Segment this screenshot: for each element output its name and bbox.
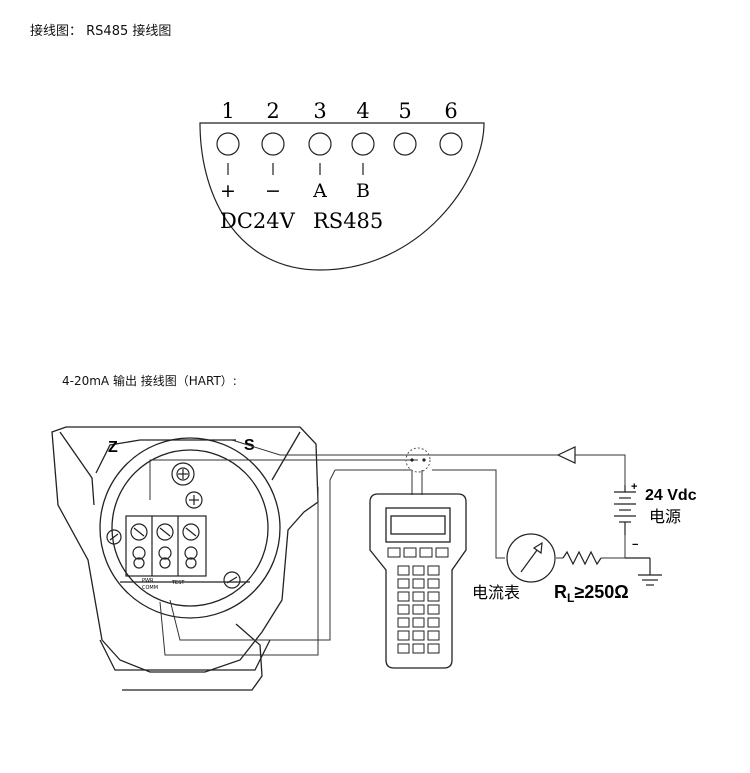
terminal-sign-2: − bbox=[265, 180, 281, 202]
function-key bbox=[435, 547, 449, 558]
keypad-key bbox=[412, 591, 425, 602]
keypad-key bbox=[427, 617, 440, 628]
hart-communicator bbox=[369, 493, 467, 669]
keypad-key bbox=[412, 578, 425, 589]
terminal-number-6: 6 bbox=[444, 99, 457, 123]
function-key bbox=[403, 547, 417, 558]
comm-label: COMM bbox=[142, 585, 158, 591]
keypad-key bbox=[427, 643, 440, 654]
communicator-keypad bbox=[387, 547, 449, 654]
wire-meter bbox=[432, 469, 505, 559]
wire-loop-return bbox=[169, 469, 336, 641]
keypad-key bbox=[412, 617, 425, 628]
dc24v-label: DC24V bbox=[220, 209, 296, 233]
communicator-body bbox=[369, 493, 467, 669]
pwr-label: PWR bbox=[142, 578, 154, 584]
terminal-sign-4: B bbox=[356, 180, 370, 202]
current-direction-arrow-icon bbox=[556, 446, 576, 464]
supply-plus: + bbox=[631, 481, 637, 493]
communicator-screen bbox=[385, 507, 451, 543]
keypad-key bbox=[427, 630, 440, 641]
terminal-strip bbox=[106, 515, 241, 589]
hart-caption: 4-20mA 输出 接线图（HART）: bbox=[62, 374, 237, 388]
keypad-key bbox=[427, 604, 440, 615]
keypad-key bbox=[412, 630, 425, 641]
keypad-key bbox=[412, 604, 425, 615]
terminal-number-3: 3 bbox=[313, 99, 326, 123]
meter-label: 电流表 bbox=[472, 583, 520, 602]
wire-supply-return bbox=[601, 535, 626, 559]
terminal-number-1: 1 bbox=[221, 99, 234, 123]
transmitter-housing bbox=[51, 426, 319, 691]
load-resistor-icon bbox=[562, 550, 602, 566]
housing-bore bbox=[99, 437, 281, 619]
ammeter-icon bbox=[506, 533, 556, 583]
rs485-caption: 接线图： RS485 接线图 bbox=[30, 24, 172, 39]
keypad-key bbox=[427, 565, 440, 576]
terminal-number-4: 4 bbox=[356, 99, 369, 123]
supply-name: 电源 bbox=[649, 507, 681, 526]
ground-icon bbox=[625, 557, 662, 586]
wiring-loop bbox=[149, 439, 626, 656]
terminal-screw-3 bbox=[308, 132, 332, 156]
keypad-key bbox=[397, 604, 410, 615]
rs485-terminal-block bbox=[199, 122, 485, 271]
keypad-key bbox=[412, 643, 425, 654]
terminal-block-outline bbox=[199, 122, 485, 271]
terminal-sign-1: + bbox=[220, 180, 236, 202]
function-key bbox=[387, 547, 401, 558]
keypad-key bbox=[427, 578, 440, 589]
housing-outline bbox=[51, 426, 319, 673]
zero-label: Z bbox=[108, 439, 118, 456]
terminal-number-2: 2 bbox=[266, 99, 279, 123]
hart-tap-point bbox=[405, 447, 431, 473]
keypad-key bbox=[397, 630, 410, 641]
terminal-sign-3: A bbox=[312, 180, 327, 202]
keypad-key bbox=[412, 565, 425, 576]
keypad-key bbox=[397, 565, 410, 576]
rs485-terminals: 1 +2 − 3A 4B 5 6 bbox=[216, 99, 463, 202]
terminal-screw-5 bbox=[393, 132, 417, 156]
wire-top-2 bbox=[149, 459, 418, 500]
supply-minus: − bbox=[632, 539, 638, 551]
test-label: TEST bbox=[171, 580, 185, 586]
ground-screw-icon bbox=[171, 462, 203, 509]
housing-bore-inner bbox=[111, 449, 269, 607]
function-key bbox=[419, 547, 433, 558]
terminal-screw-1 bbox=[216, 132, 240, 156]
terminal-screw-2 bbox=[261, 132, 285, 156]
keypad-key bbox=[427, 591, 440, 602]
keypad-key bbox=[397, 591, 410, 602]
battery-icon bbox=[614, 485, 636, 535]
keypad-key bbox=[397, 643, 410, 654]
terminal-screw-6 bbox=[439, 132, 463, 156]
keypad-key bbox=[397, 617, 410, 628]
rs485-label: RS485 bbox=[313, 209, 383, 233]
load-resistor-label: RL≥250Ω bbox=[554, 582, 629, 605]
wire-top bbox=[231, 439, 626, 485]
keypad-key bbox=[397, 578, 410, 589]
terminal-number-5: 5 bbox=[398, 99, 411, 123]
supply-voltage: 24 Vdc bbox=[645, 487, 697, 504]
terminal-screw-4 bbox=[351, 132, 375, 156]
